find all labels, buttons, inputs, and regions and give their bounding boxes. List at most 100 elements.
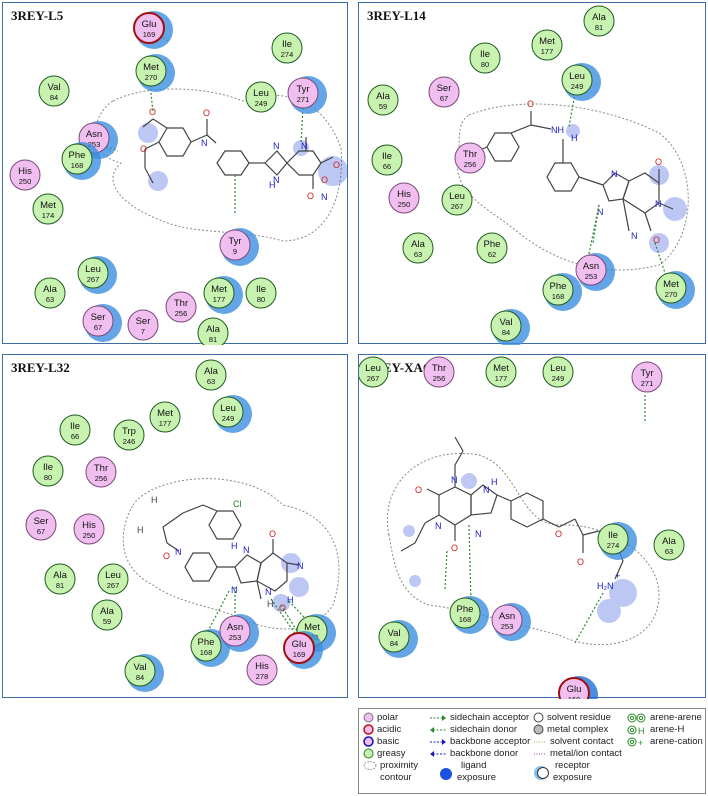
atom-label: O	[555, 529, 562, 539]
residue-number: 253	[585, 272, 598, 281]
residue-name: Phe	[550, 281, 567, 292]
residue-number: 81	[209, 335, 217, 344]
arene-arene-icon	[627, 713, 646, 722]
residue-name: Ser	[34, 516, 49, 527]
residue-name: Ile	[282, 39, 292, 50]
residue-disc	[246, 654, 278, 686]
panel-title: 3REY-L14	[367, 8, 426, 23]
residue-disc	[203, 277, 235, 309]
legend-label: basic	[377, 736, 400, 747]
panel-3rey-xac: 3REY-XAC O N N N N H O	[358, 354, 706, 699]
residue-number: 84	[136, 673, 144, 682]
atom-label: O	[321, 175, 328, 185]
residue-name: Ser	[136, 316, 151, 327]
residue-name: Val	[133, 662, 146, 673]
legend-label: exposure	[457, 772, 497, 783]
residue-disc	[402, 232, 434, 264]
residue-number: 249	[552, 374, 565, 383]
residue-disc	[85, 456, 117, 488]
residue-disc	[197, 317, 229, 345]
residue-disc	[9, 159, 41, 191]
legend-bb-acceptor: backbone acceptor	[429, 736, 530, 747]
residue-name: His	[397, 189, 411, 200]
residue-name: Met	[304, 622, 320, 633]
legend-label: metal complex	[547, 724, 609, 735]
residue-name: Ala	[592, 12, 606, 23]
solvent-contact-line-icon	[534, 741, 546, 742]
residue-name: Ile	[70, 421, 80, 432]
interaction-diagram: O O O O N N N N N O O H Glu169Met270Ile2…	[9, 11, 348, 345]
residue-number: 253	[88, 140, 101, 149]
residue-disc	[271, 32, 303, 64]
residue-disc	[61, 143, 93, 175]
legend-proximity: proximity	[363, 760, 418, 771]
atom-label: H	[269, 180, 276, 190]
residue-disc	[653, 529, 685, 561]
residue-disc	[32, 455, 64, 487]
residue-name: Met	[211, 284, 227, 295]
residue-number: 274	[607, 541, 620, 550]
residue-disc	[195, 359, 227, 391]
atom-label: O	[451, 543, 458, 553]
residue-number: 274	[281, 50, 294, 59]
legend-ligand-exposure: exposure	[457, 772, 496, 783]
residue-number: 267	[107, 581, 120, 590]
residue-disc	[542, 274, 574, 306]
residue-disc	[371, 144, 403, 176]
residue-name: Met	[493, 363, 509, 374]
residues: Ala81Met177Ile80Leu249Ser67Ala59Ile66Thr…	[367, 5, 695, 345]
residue-name: Glu	[567, 684, 582, 695]
residue-number: 250	[83, 531, 96, 540]
residue-disc	[59, 414, 91, 446]
residue-disc	[73, 513, 105, 545]
residue-disc	[542, 356, 574, 388]
residue-number: 256	[175, 309, 188, 318]
residue-disc	[575, 254, 607, 286]
legend-label: backbone donor	[450, 748, 519, 759]
legend-arene-arene: arene-arene	[627, 712, 702, 723]
metal-contact-line-icon	[534, 753, 546, 754]
residue-disc	[469, 42, 501, 74]
residue-name: Met	[157, 408, 173, 419]
residue-number: 267	[451, 202, 464, 211]
atom-label: N	[475, 529, 482, 539]
residue-number: 84	[502, 328, 510, 337]
residue-name: Leu	[105, 570, 121, 581]
atom-label: O	[655, 157, 662, 167]
residue-disc	[583, 5, 615, 37]
residue-name: Val	[499, 317, 512, 328]
residue-number: 168	[459, 615, 472, 624]
residue-number: 84	[50, 93, 58, 102]
residue-number: 169	[568, 695, 581, 699]
atom-label: N	[631, 231, 638, 241]
residue-number: 84	[390, 639, 398, 648]
residue-name: Asn	[499, 611, 515, 622]
legend-polar: polar	[363, 712, 398, 723]
svg-text:H: H	[638, 726, 645, 735]
legend-label: receptor	[555, 760, 590, 771]
atom-label: NH	[551, 125, 564, 135]
residue-number: 67	[440, 94, 448, 103]
residue-name: Tyr	[228, 236, 241, 247]
